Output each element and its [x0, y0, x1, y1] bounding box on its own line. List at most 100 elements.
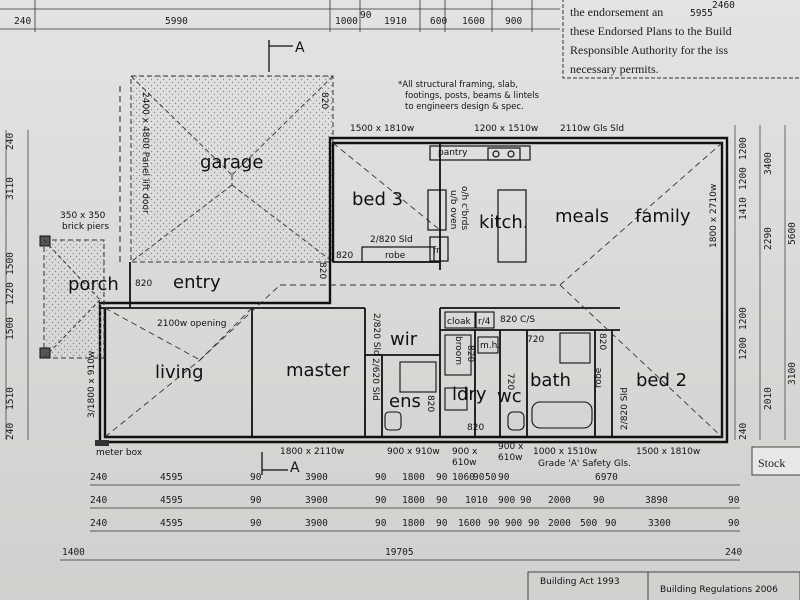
- window-living: 3/1800 x 910w: [87, 351, 97, 418]
- r4-label: r/4: [478, 317, 491, 327]
- window-wc-2: 610w: [498, 453, 523, 463]
- row2-dim: 90: [436, 495, 448, 506]
- row1-dim: 240: [90, 472, 107, 483]
- window-bed3: 1500 x 1810w: [350, 124, 414, 134]
- stock-label: Stock: [758, 456, 785, 470]
- row1-dim: 50: [485, 472, 497, 483]
- garage-area: [119, 75, 334, 263]
- room-label-bed-3: bed 3: [352, 189, 403, 210]
- window-laundry-1: 900 x: [452, 447, 478, 457]
- glass-grade-label: Grade 'A' Safety Gls.: [538, 459, 631, 469]
- r4-box: [475, 311, 495, 329]
- wet-area-fixtures: [384, 332, 593, 431]
- room-label-master: master: [286, 360, 350, 381]
- window-meals-sliding: 2110w Gls Sld: [560, 124, 624, 134]
- room-label-ensuite: ens: [389, 391, 421, 412]
- row3-dim: 500: [580, 518, 597, 529]
- room-label-meals: meals: [555, 206, 609, 227]
- top-dim-600: 600: [430, 16, 447, 27]
- right-dim-1200a: 1200: [738, 137, 749, 160]
- fridge-label: fr.: [433, 246, 442, 256]
- manhole-label: m.h.: [480, 341, 500, 351]
- door-width-bed3: 820: [336, 251, 353, 261]
- bed2-sliding-door-label: 2/820 Sld: [620, 387, 630, 430]
- stamp-line-3: Responsible Authority for the iss: [570, 43, 728, 57]
- bottom-total-row: 1400 19705 240: [62, 547, 742, 558]
- structural-note-line-1: *All structural framing, slab,: [398, 80, 518, 90]
- wir-sliding-door-label: 2/620 Sld: [370, 358, 380, 401]
- section-label-bottom: A: [290, 460, 300, 476]
- row3-dim: 3300: [648, 518, 671, 529]
- row3-dim: 90: [528, 518, 540, 529]
- row1-dim: 4595: [160, 472, 183, 483]
- row3-dim: 90: [250, 518, 262, 529]
- row1-dim: 6970: [595, 472, 618, 483]
- row1-dim: 1060: [452, 472, 475, 483]
- section-marker-bottom: [261, 452, 288, 475]
- master-sliding-door-label: 2/820 Sld: [371, 313, 381, 356]
- bottom-dim-row-2: 240 4595 90 3900 90 1800 90 1010 900 90 …: [90, 495, 740, 506]
- top-dim-1910: 1910: [384, 16, 407, 27]
- row2-dim: 240: [90, 495, 107, 506]
- left-dim-240: 240: [5, 133, 16, 150]
- room-label-porch: porch: [68, 274, 119, 295]
- meter-box-symbol: [95, 440, 109, 446]
- room-label-garage: garage: [200, 152, 263, 173]
- row3-dim: 90: [375, 518, 387, 529]
- row3-dim: 1800: [402, 518, 425, 529]
- top-dim-900: 900: [505, 16, 522, 27]
- porch-area: [39, 235, 105, 359]
- top-dim-1000: 1000: [335, 16, 358, 27]
- room-label-kitchen: kitch.: [479, 212, 529, 233]
- stamp-line-4: necessary permits.: [570, 62, 659, 76]
- bed3-sliding-door-label: 2/820 Sld: [370, 235, 413, 245]
- top-dim-2460: 2460: [712, 0, 735, 11]
- door-width-hall: 820: [465, 345, 475, 362]
- row3-dim: 2000: [548, 518, 571, 529]
- door-width-bath: 720: [527, 335, 544, 345]
- structural-note-line-3: to engineers design & spec.: [405, 102, 524, 112]
- left-dim-1500b: 1500: [5, 317, 16, 340]
- top-dim-5990: 5990: [165, 16, 188, 27]
- structural-note-line-2: footings, posts, beams & lintels: [405, 91, 540, 101]
- row3-dim: 240: [90, 518, 107, 529]
- window-laundry-2: 610w: [452, 458, 477, 468]
- right-dim-5600: 5600: [787, 222, 798, 245]
- right-dim-2010: 2010: [763, 387, 774, 410]
- row1-dim: 90: [498, 472, 510, 483]
- left-dim-3110: 3110: [5, 177, 16, 200]
- right-dim-1200c: 1200: [738, 307, 749, 330]
- section-label-top: A: [295, 40, 305, 56]
- window-bath: 1000 x 1510w: [533, 447, 597, 457]
- footer-title-box: [527, 571, 800, 600]
- row3-dim: 90: [728, 518, 740, 529]
- door-width-porch: 820: [135, 279, 152, 289]
- broom-label: broom: [453, 336, 463, 365]
- room-label-entry: entry: [173, 272, 221, 293]
- row2-dim: 900: [498, 495, 515, 506]
- top-dim-90: 90: [360, 10, 372, 21]
- right-dim-2290: 2290: [763, 227, 774, 250]
- right-dim-3100: 3100: [787, 362, 798, 385]
- overhead-cupboards-label: o/h c'brds: [459, 186, 469, 230]
- top-dim-1600: 1600: [462, 16, 485, 27]
- row1-dim: 3900: [305, 472, 328, 483]
- row1-dim: 90: [250, 472, 262, 483]
- top-dim-5955: 5955: [690, 8, 713, 19]
- door-width-wc: 720: [505, 373, 515, 390]
- footer-building-regulations: Building Regulations 2006: [660, 585, 778, 595]
- family-window-size: 1800 x 2710w: [709, 184, 719, 248]
- row3-dim: 3900: [305, 518, 328, 529]
- right-dim-1410: 1410: [738, 197, 749, 220]
- section-marker-top: [268, 40, 293, 72]
- room-label-bed-2: bed 2: [636, 370, 687, 391]
- row1-dim: 1800: [402, 472, 425, 483]
- row1-dim: 90: [473, 472, 485, 483]
- meter-box-label: meter box: [96, 448, 143, 458]
- left-dim-1500a: 1500: [5, 252, 16, 275]
- garage-side-door-820: 820: [319, 92, 329, 109]
- cloak-label: cloak: [447, 317, 471, 327]
- bed3-robe-box: [361, 246, 435, 263]
